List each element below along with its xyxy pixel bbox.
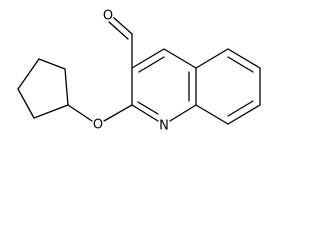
bond xyxy=(131,48,165,69)
bond xyxy=(195,104,229,125)
bond xyxy=(137,101,159,115)
bond xyxy=(131,104,159,122)
benzene-ring xyxy=(195,48,261,125)
ether-linkage xyxy=(67,104,133,122)
chemical-structure-diagram: O O N xyxy=(17,9,261,134)
pyridine-ring xyxy=(131,48,197,122)
bond xyxy=(33,104,69,119)
aldehyde-group xyxy=(108,16,133,69)
atom-label-ether-oxygen: O xyxy=(92,118,104,133)
cyclopentyl-ring xyxy=(17,58,69,119)
bond xyxy=(17,88,35,119)
atom-label-aldehyde-oxygen: O xyxy=(102,9,114,24)
bond xyxy=(227,100,254,117)
atom-label-ring-nitrogen: N xyxy=(158,119,170,134)
bond xyxy=(227,104,261,125)
bond xyxy=(195,48,229,69)
bond xyxy=(163,48,197,69)
bond xyxy=(17,58,40,90)
bond xyxy=(169,104,197,122)
bond xyxy=(64,68,69,106)
aldehyde-oxygen-label: O xyxy=(103,9,113,24)
bond xyxy=(67,104,93,122)
bond xyxy=(227,48,261,69)
bond xyxy=(108,21,129,40)
ether-oxygen-label: O xyxy=(93,118,103,133)
bond xyxy=(103,104,133,122)
ring-nitrogen-label: N xyxy=(159,119,169,134)
bond xyxy=(227,56,254,73)
bond xyxy=(112,16,133,35)
bond xyxy=(38,58,66,70)
bond xyxy=(138,56,165,73)
